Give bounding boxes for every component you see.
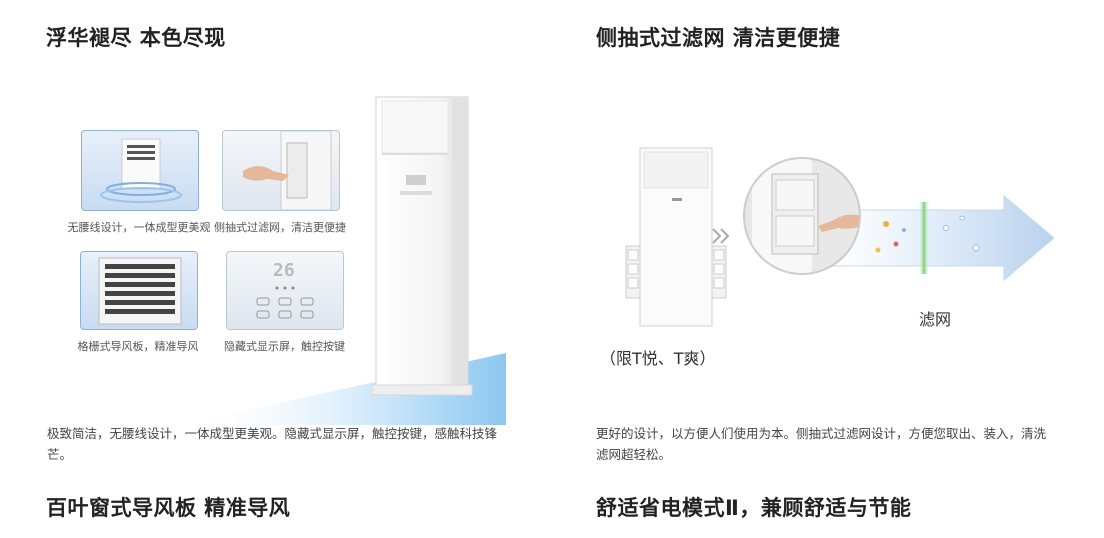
display-temperature: 26 — [273, 260, 295, 281]
feature-caption-hidden-display: 隐藏式显示屏，触控按键 — [224, 340, 345, 353]
louver-grille-image — [98, 257, 182, 325]
product-showcase: 无腰线设计，一体成型更美观 侧抽式过滤网，清洁更便捷 格栅式导风板，精准导风 2… — [60, 85, 510, 425]
section-heading-comfort-mode: 舒适省电模式Ⅱ，兼顾舒适与节能 — [596, 496, 912, 520]
feature-card-hidden-display: 26 — [226, 251, 344, 330]
double-chevron-right-icon — [712, 228, 730, 244]
filter-pull-image — [243, 131, 332, 210]
floor-ac-unit-image — [372, 96, 473, 396]
touch-keys-image — [256, 286, 314, 319]
feature-card-no-waistline — [81, 130, 199, 211]
feature-card-louver — [80, 251, 198, 330]
section-description-elegant-design: 极致简洁，无腰线设计，一体成型更美观。隐藏式显示屏，触控按键，感触科技锋芒。 — [47, 426, 498, 462]
section-heading-elegant-design: 浮华褪尽 本色尽现 — [46, 26, 226, 50]
feature-caption-no-waistline: 无腰线设计，一体成型更美观 — [67, 221, 211, 234]
section-description-side-filter: 更好的设计，以方便人们使用为本。侧抽式过滤网设计，方便您取出、装入，清洗滤网超轻… — [596, 426, 1047, 462]
section-heading-louver: 百叶窗式导风板 精准导风 — [46, 496, 291, 520]
feature-caption-side-filter: 侧抽式过滤网，清洁更便捷 — [214, 221, 346, 234]
filter-closeup-image — [743, 157, 861, 275]
filter-illustration — [596, 140, 1076, 380]
filter-label: 滤网 — [919, 310, 952, 329]
model-note: （限T悦、T爽） — [600, 349, 716, 368]
small-ac-with-filters-image — [625, 147, 727, 327]
feature-caption-louver: 格栅式导风板，精准导风 — [77, 340, 199, 353]
section-heading-side-filter: 侧抽式过滤网 清洁更便捷 — [596, 26, 841, 50]
ac-top-image — [100, 138, 182, 203]
feature-card-side-filter — [222, 130, 340, 211]
